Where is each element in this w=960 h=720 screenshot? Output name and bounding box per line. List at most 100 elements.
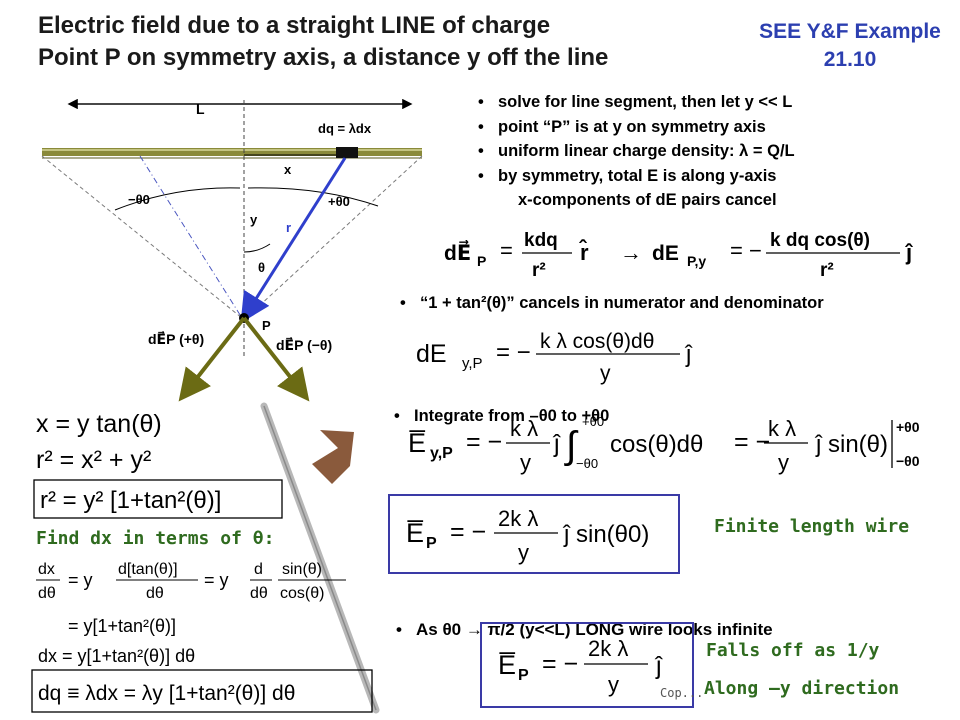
dE-minus-theta-vector (242, 316, 310, 402)
eq-EPf-equals: = − (450, 518, 486, 546)
label-dEP-plus: dE⃗P (+θ) (148, 330, 204, 347)
eq-dEyP-unit: ĵ (684, 341, 693, 368)
finite-wire-box (388, 494, 680, 574)
eq-EyP-lower: −θ0 (576, 456, 598, 471)
note-find-dx: Find dx in terms of θ: (36, 528, 275, 549)
equation-EyP-integral: E̅ y,P = − k λ y ĵ ∫ +θ0 −θ0 cos(θ)dθ = … (408, 414, 920, 475)
bullet-item: by symmetry, total E is along y-axis (478, 164, 795, 189)
label-dEP-minus: dE⃗P (−θ) (276, 336, 332, 353)
page-subtitle: Point P on symmetry axis, a distance y o… (38, 44, 609, 71)
eq-r2-boxed: r² = y² [1+tan²(θ)] (40, 487, 221, 514)
note-finite-wire: Finite length wire (714, 516, 910, 537)
note-falls-off: Falls off as 1/y (706, 640, 880, 661)
eq-EyP-eval-lower: −θ0 (896, 453, 920, 469)
eq-dE-den: r² (532, 260, 546, 281)
eq-EPf-num: 2k λ (498, 506, 538, 531)
eq-EPi-tail: ĵ (654, 652, 663, 680)
equation-dE-components: dE⃗ P = kdq r² r̂ → dE P,y = − k dq cos(… (444, 230, 913, 281)
final-boxed-frame (31, 669, 373, 713)
cone-right-edge (245, 155, 423, 319)
eq-EyP-result: ĵ sin(θ) (814, 431, 888, 458)
note-cancels: “1 + tan²(θ)” cancels in numerator and d… (398, 294, 960, 313)
note-long-wire: As θ0 → π/2 (y<<L) LONG wire looks infin… (394, 620, 960, 640)
eq-dEy-den: r² (820, 260, 834, 281)
label-neg-theta0: −θ0 (128, 192, 150, 207)
bullet-list: solve for line segment, then let y << L … (478, 90, 795, 213)
label-y: y (250, 212, 258, 227)
eq-EyP-jhat: ĵ (552, 430, 561, 458)
eq-dE-sub: P (477, 253, 486, 269)
eq-dEyP-num: k λ cos(θ)dθ (540, 330, 654, 353)
equation-dEyP: dE y,P = − k λ cos(θ)dθ y ĵ (416, 330, 693, 385)
big-arrow-icon (312, 430, 354, 484)
charge-element-dq (336, 147, 358, 158)
mirror-ray (139, 155, 243, 319)
eq-dEy-num: k dq cos(θ) (770, 230, 870, 251)
bullet-item: uniform linear charge density: λ = Q/L (478, 139, 795, 164)
page-title: Electric field due to a straight LINE of… (38, 12, 551, 39)
eq-EyP-num2: k λ (768, 416, 796, 441)
eq-EyP-integral-sign: ∫ (564, 425, 579, 467)
bullet-item: solve for line segment, then let y << L (478, 90, 795, 115)
reference-note: SEE Y&F Example 21.10 (740, 18, 960, 74)
eq-dEy-lhs: dE (652, 242, 679, 265)
eq-dxdt-d: d (254, 561, 263, 578)
equation-EP-finite: E̅ P = − 2k λ y ĵ sin(θ0) (406, 506, 649, 565)
line-charge-diagram: L dq = λdx x y −θ0 +θ0 θ r P dE⃗P (+θ) d… (41, 98, 423, 402)
eq-EyP-lhs: E̅ (408, 428, 426, 458)
r2-boxed-frame (33, 479, 283, 519)
eq-dxdt-den: dθ (38, 585, 56, 602)
reference-line2: 21.10 (823, 48, 877, 71)
divider-and-arrow (260, 402, 380, 714)
eq-EyP-sub: y,P (430, 445, 453, 462)
eq-dxdt-sin: sin(θ) (282, 561, 322, 578)
eq-EPi-sub: P (518, 667, 529, 684)
eq-EyP-integrand: cos(θ)dθ (610, 431, 703, 458)
equations-dx: dx dθ = y d[tan(θ)] dθ = y d dθ sin(θ) c… (31, 561, 373, 713)
label-theta: θ (258, 260, 265, 275)
eq-EPi-den: y (608, 672, 619, 697)
eq-EPi-lhs: E̅ (498, 650, 516, 680)
eq-EPf-lhs: E̅ (406, 518, 424, 548)
eq-EyP-equals2: = − (734, 428, 770, 456)
arc-pos-theta0 (247, 187, 379, 207)
label-L: L (196, 101, 205, 117)
note-integrate: Integrate from –θ0 to +θ0 (392, 407, 960, 426)
eq-EPi-num: 2k λ (588, 636, 628, 661)
eq-EyP-den2: y (778, 450, 789, 475)
reference-line1: SEE Y&F Example (759, 20, 941, 43)
equations-geometry: x = y tan(θ) r² = x² + y² r² = y² [1+tan… (33, 410, 283, 519)
eq-EPf-sub: P (426, 535, 437, 552)
infinite-wire-box (480, 622, 694, 708)
charged-rod (42, 148, 422, 156)
label-pos-theta0: +θ0 (328, 194, 350, 209)
dE-plus-theta-vector (178, 316, 246, 402)
eq-dxdt-num: dx (38, 561, 55, 578)
eq-dxdt-tan-num: d[tan(θ)] (118, 561, 178, 578)
copyright-caption: Cop... (660, 686, 704, 700)
arc-neg-theta0 (114, 187, 241, 211)
eq-x-tan: x = y tan(θ) (36, 410, 162, 438)
eq-EyP-num: k λ (510, 416, 538, 441)
eq-dEy-sub: P,y (687, 253, 706, 269)
eq-dxdt-eq2: = y (204, 570, 229, 590)
eq-EyP-den: y (520, 450, 531, 475)
eq-r-squared: r² = x² + y² (36, 446, 151, 474)
eq-dE-num: kdq (524, 230, 558, 251)
cone-left-edge (41, 155, 243, 319)
eq-dEyP-den: y (600, 362, 611, 385)
eq-dxdt-cos: cos(θ) (280, 585, 324, 602)
eq-dEy-unit: ĵ (905, 240, 913, 265)
bullet-subline: x-components of dE pairs cancel (518, 191, 777, 209)
eq-dEyP-sub: y,P (462, 355, 483, 372)
eq-dE-lhs: dE⃗ (444, 240, 471, 265)
note-along-direction: Along –y direction (704, 678, 900, 699)
equation-EP-infinite: E̅ P = − 2k λ y ĵ (498, 636, 663, 697)
eq-EPf-tail: ĵ sin(θ0) (562, 521, 649, 548)
eq-dq-final: dq ≡ λdx = λy [1+tan²(θ)] dθ (38, 682, 295, 705)
label-dq: dq = λdx (318, 121, 372, 136)
arc-theta (243, 243, 271, 253)
slanted-divider-edge (263, 405, 377, 711)
eq-EyP-eval-upper: +θ0 (896, 419, 920, 435)
eq-dx-line2: = y[1+tan²(θ)] (68, 616, 176, 636)
